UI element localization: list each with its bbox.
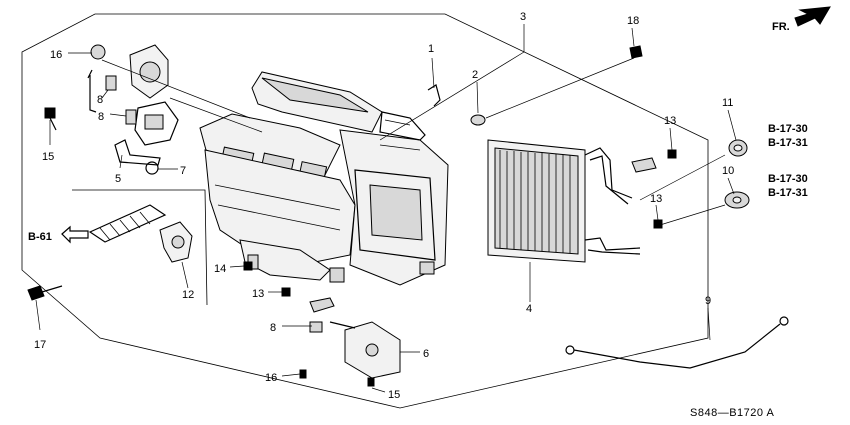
assembly-boundary	[21, 13, 709, 409]
ref-b1730-lower: B-17-30	[768, 173, 808, 185]
bracket-5	[114, 139, 161, 166]
clip-1	[427, 84, 441, 107]
ref-b1731-upper: B-17-31	[768, 137, 808, 149]
clip-8-upper	[105, 75, 117, 91]
callout-16-upper: 16	[50, 49, 62, 61]
callout-18: 18	[627, 15, 639, 27]
callout-5: 5	[115, 173, 121, 185]
b61-arrow-icon	[61, 225, 89, 244]
cable-9	[565, 316, 789, 369]
callout-6: 6	[423, 348, 429, 360]
callout-4: 4	[526, 303, 532, 315]
screw-13-lower-right	[653, 219, 663, 229]
callout-13-upper-right: 13	[664, 115, 676, 127]
callout-14: 14	[214, 263, 226, 275]
callout-11: 11	[722, 97, 733, 109]
callout-13-lower: 13	[252, 288, 264, 300]
clip-7	[145, 161, 159, 175]
leader-lines	[35, 24, 737, 393]
hose-assembly	[88, 204, 193, 263]
actuator-6	[299, 297, 401, 387]
ref-b61: B-61	[28, 231, 52, 243]
callout-17: 17	[34, 339, 46, 351]
screw-13-upper-right	[667, 149, 677, 159]
front-direction-label: FR.	[772, 21, 790, 33]
hose-inset-frame	[72, 189, 208, 306]
ref-b1731-lower: B-17-31	[768, 187, 808, 199]
screw-15-left	[44, 107, 57, 131]
heater-case	[199, 71, 449, 286]
bolt-17	[27, 285, 63, 301]
callout-12: 12	[182, 289, 194, 301]
callout-8-upper: 8	[97, 94, 103, 106]
callout-2: 2	[472, 69, 478, 81]
callout-3: 3	[520, 11, 526, 23]
grommet-2	[470, 114, 486, 126]
clip-16-top	[90, 44, 106, 60]
mode-motor	[129, 44, 179, 146]
callout-15-lower: 15	[388, 389, 400, 401]
drawing-code: S848—B1720 A	[690, 407, 774, 419]
ref-b1730-upper: B-17-30	[768, 123, 808, 135]
callout-13-lower-right: 13	[650, 193, 662, 205]
callout-16-lower: 16	[265, 372, 277, 384]
seal-18	[629, 45, 643, 59]
callout-15-left: 15	[42, 151, 54, 163]
link-rod	[87, 69, 97, 113]
clip-8-lower	[125, 109, 137, 125]
callout-7: 7	[180, 165, 186, 177]
heater-core	[487, 139, 657, 263]
front-direction-arrow-icon	[794, 6, 831, 27]
callout-1: 1	[428, 43, 434, 55]
callout-8-lower: 8	[270, 322, 276, 334]
callout-9: 9	[705, 295, 711, 307]
callout-8-middle: 8	[98, 111, 104, 123]
bolt-13-lower	[281, 287, 291, 297]
callout-10: 10	[722, 165, 734, 177]
bolt-14	[243, 261, 253, 271]
